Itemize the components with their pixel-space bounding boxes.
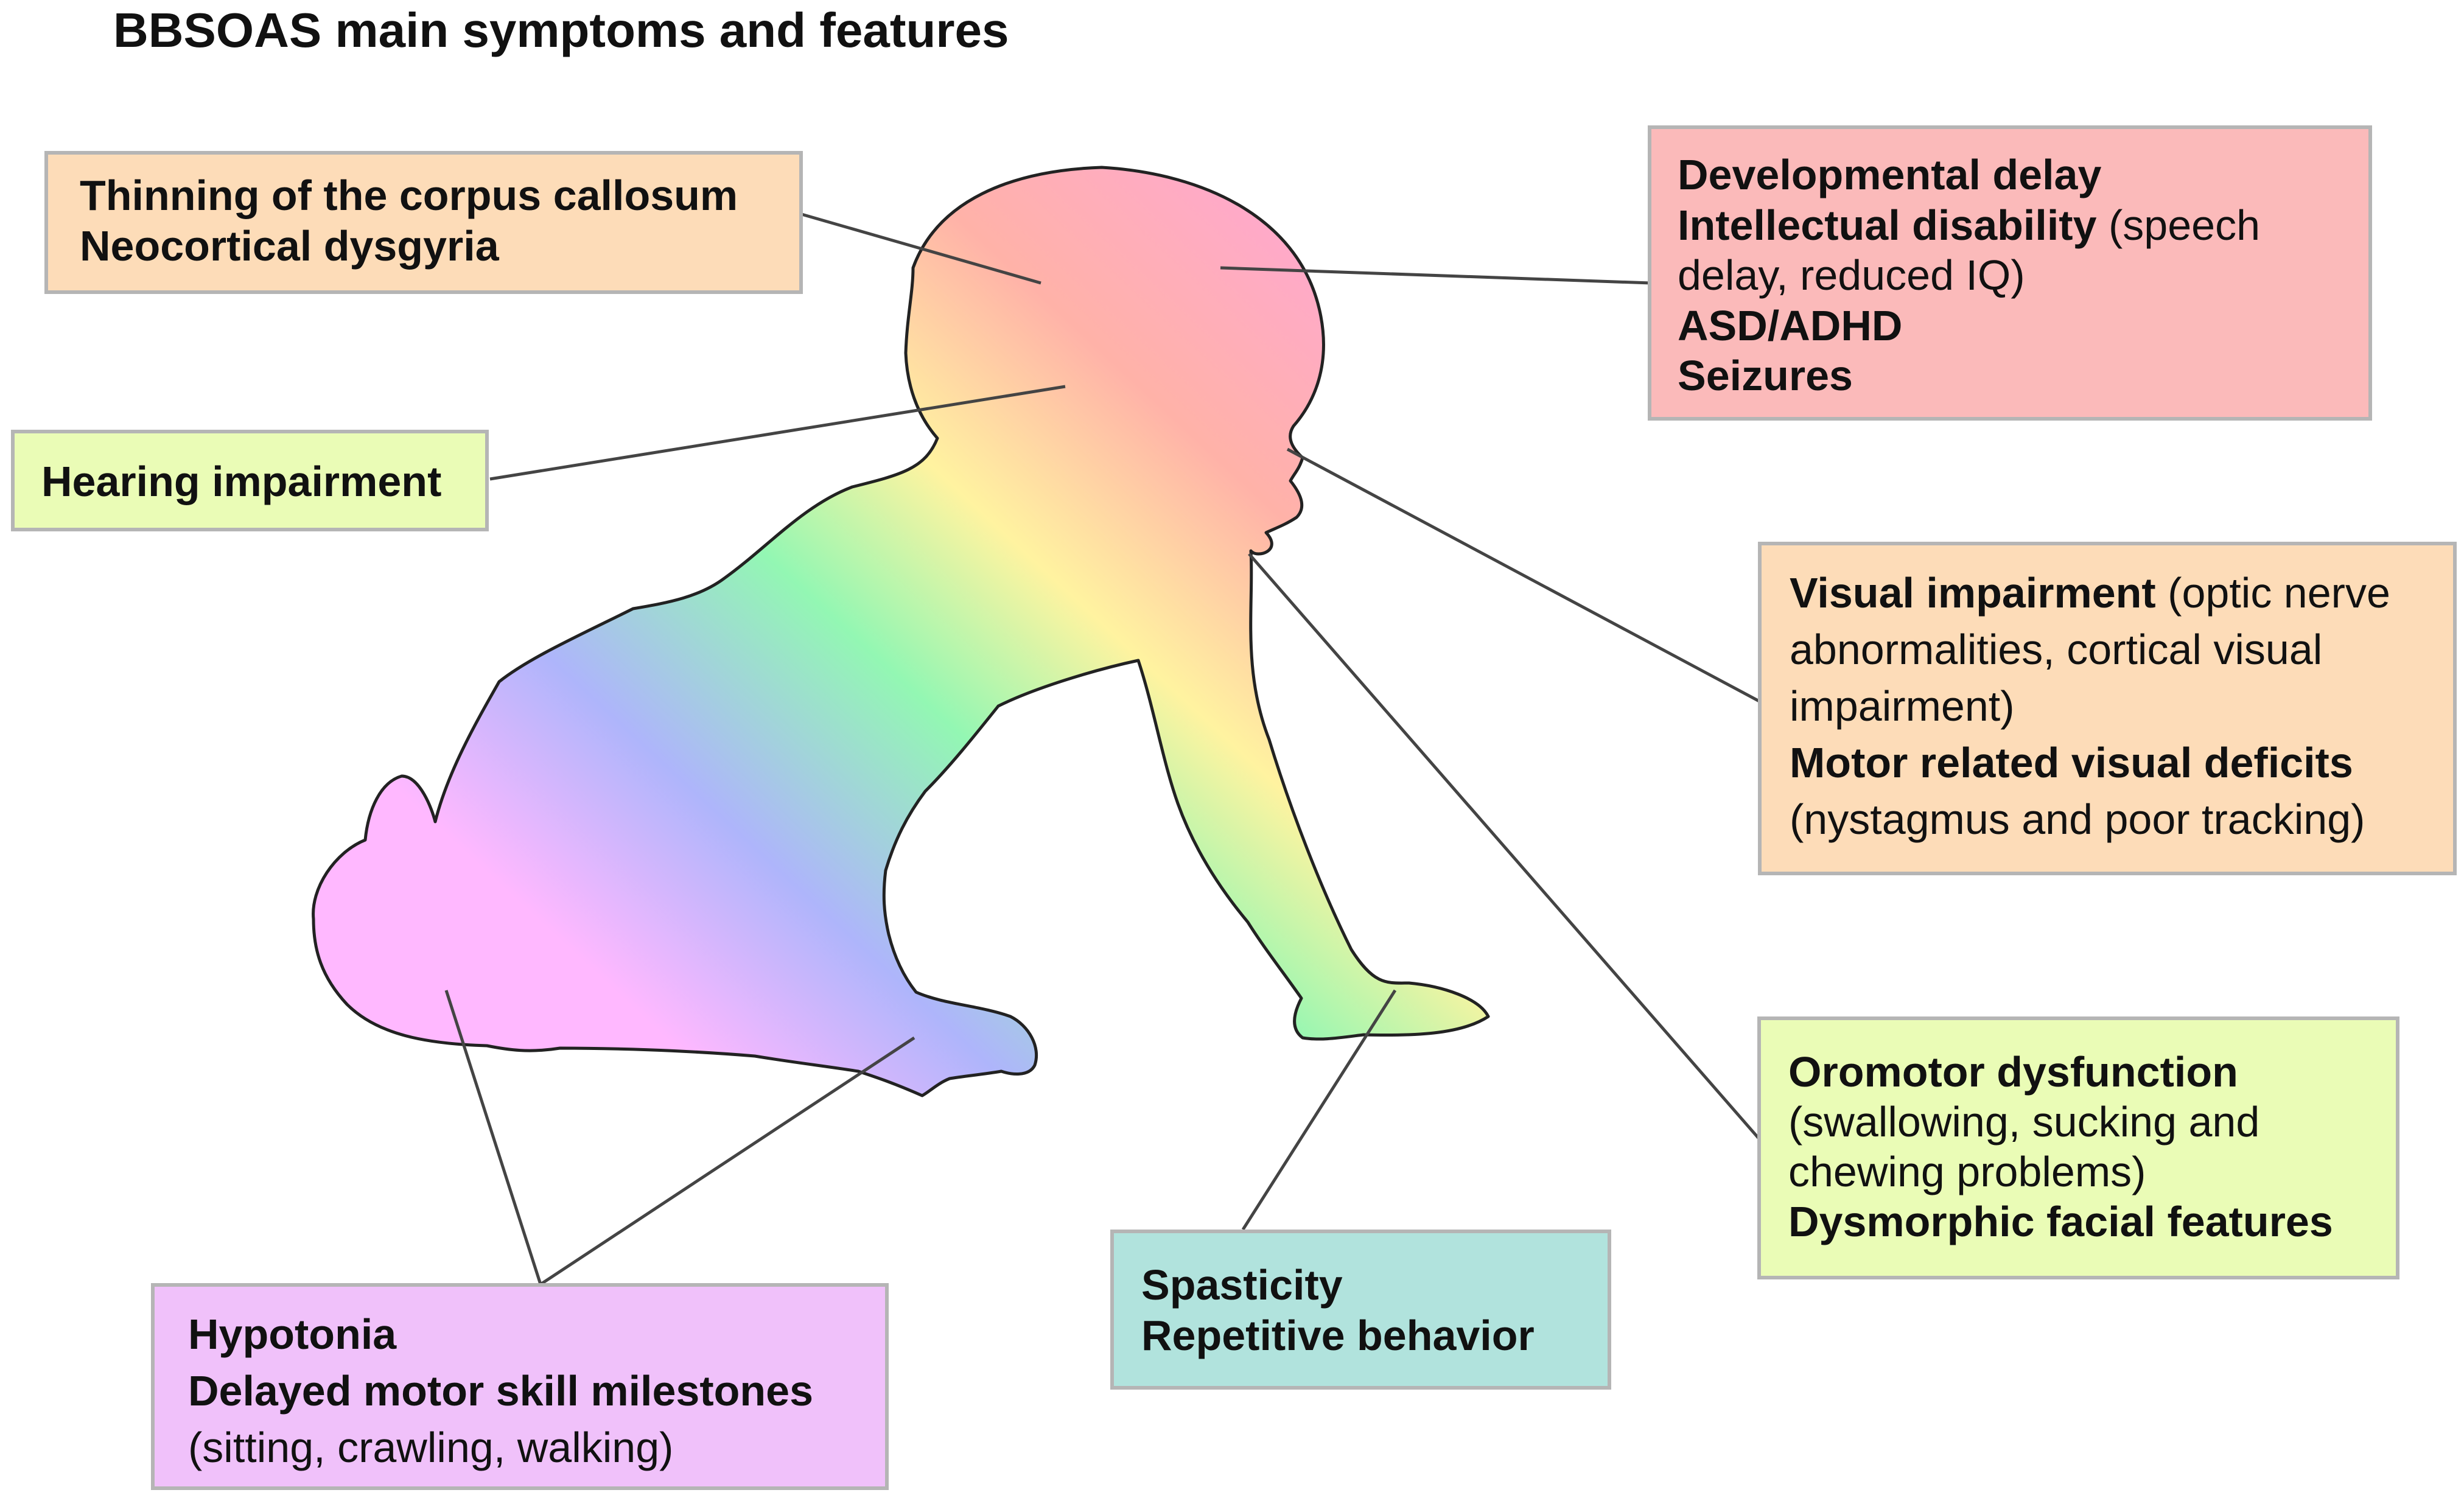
visual-impairment-note-cont-2: impairment) — [1790, 682, 2015, 730]
dysmorphic-features-line: Dysmorphic facial features — [1788, 1197, 2333, 1245]
seizures-line: Seizures — [1678, 352, 1853, 400]
visual-impairment-term: Visual impairment — [1790, 569, 2156, 617]
visual-impairment-box: Visual impairment (optic nerve abnormali… — [1758, 542, 2457, 875]
connector-hearing — [489, 385, 1066, 481]
hearing-line: Hearing impairment — [41, 458, 442, 505]
asd-adhd-line: ASD/ADHD — [1678, 301, 1903, 349]
oromotor-note-1: (swallowing, sucking and — [1788, 1097, 2260, 1146]
repetitive-behavior-line: Repetitive behavior — [1141, 1311, 1535, 1359]
intellectual-disability-line: Intellectual disability (speech — [1678, 200, 2368, 251]
oromotor-dysfunction-line: Oromotor dysfunction — [1788, 1048, 2238, 1096]
spasticity-box: Spasticity Repetitive behavior — [1110, 1230, 1611, 1390]
motor-visual-deficits-line: Motor related visual deficits — [1790, 739, 2353, 787]
connector-developmental — [1220, 266, 1651, 285]
connector-lines — [444, 211, 1762, 1286]
visual-impairment-note-cont-1: abnormalities, cortical visual — [1790, 626, 2323, 674]
connector-corpus — [797, 211, 1041, 285]
motor-visual-deficits-note: (nystagmus and poor tracking) — [1790, 796, 2365, 844]
oromotor-box: Oromotor dysfunction (swallowing, suckin… — [1757, 1016, 2399, 1279]
developmental-box: Developmental delay Intellectual disabil… — [1648, 125, 2372, 421]
visual-impairment-note: (optic nerve — [2155, 569, 2390, 617]
connector-spasticity — [1241, 989, 1397, 1231]
connector-oromotor — [1248, 553, 1760, 1140]
connector-hypotonia-right — [539, 1036, 915, 1286]
corpus-callosum-box: Thinning of the corpus callosum Neocorti… — [44, 151, 803, 294]
hearing-box: Hearing impairment — [11, 430, 489, 531]
diagram-title: BBSOAS main symptoms and features — [113, 3, 1009, 57]
intellectual-disability-term: Intellectual disability — [1678, 201, 2097, 249]
dysgyria-line: Neocortical dysgyria — [80, 222, 499, 270]
connector-visual — [1286, 447, 1762, 704]
developmental-delay-line: Developmental delay — [1678, 151, 2102, 198]
oromotor-note-2: chewing problems) — [1788, 1147, 2146, 1195]
corpus-callosum-line: Thinning of the corpus callosum — [80, 172, 738, 219]
hypotonia-line: Hypotonia — [188, 1310, 397, 1358]
spasticity-line: Spasticity — [1141, 1261, 1343, 1309]
intellectual-disability-note-cont: delay, reduced IQ) — [1678, 251, 2025, 299]
hypotonia-box: Hypotonia Delayed motor skill milestones… — [151, 1283, 889, 1490]
motor-milestones-note: (sitting, crawling, walking) — [188, 1424, 674, 1472]
intellectual-disability-note: (speech — [2096, 201, 2260, 249]
visual-impairment-line: Visual impairment (optic nerve — [1790, 565, 2453, 621]
crawling-baby-silhouette — [312, 166, 1490, 1097]
delayed-motor-milestones-line: Delayed motor skill milestones — [188, 1367, 814, 1415]
connector-hypotonia-left — [444, 990, 542, 1285]
